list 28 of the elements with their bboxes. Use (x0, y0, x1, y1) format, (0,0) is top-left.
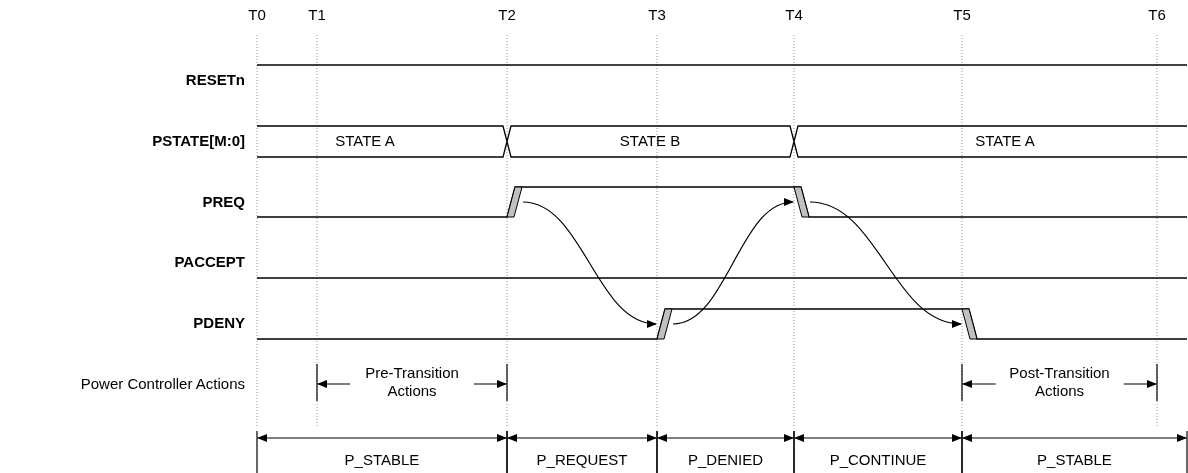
time-marker-label: T0 (248, 6, 266, 24)
time-marker-label: T6 (1148, 6, 1166, 24)
time-marker-label: T5 (953, 6, 971, 24)
bus-value: STATE B (619, 132, 681, 150)
time-marker-label: T2 (498, 6, 516, 24)
signal-name: RESETn (185, 71, 245, 89)
transition-marker (507, 187, 522, 217)
phase-label: P_CONTINUE (829, 451, 927, 469)
arrow (672, 199, 794, 325)
transition-marker (657, 309, 672, 339)
time-marker-label: T1 (308, 6, 326, 24)
transition-marker (794, 187, 809, 217)
phase-label: P_REQUEST (536, 451, 628, 469)
time-marker-label: T4 (785, 6, 803, 24)
transition-marker (962, 309, 977, 339)
signal-name: PSTATE[M:0] (152, 132, 245, 150)
arrow (522, 201, 657, 327)
signal-name: PREQ (202, 193, 245, 211)
phase-label: P_STABLE (1037, 451, 1112, 469)
arrow (809, 201, 962, 327)
phase-label: P_STABLE (344, 451, 420, 469)
bus-value: STATE A (335, 132, 395, 150)
time-marker-label: T3 (648, 6, 666, 24)
bus-value: STATE A (975, 132, 1035, 150)
signal-name: PACCEPT (174, 253, 245, 271)
signal-name: PDENY (193, 314, 245, 332)
phase-label: P_DENIED (688, 451, 763, 469)
row-label: Power Controller Actions (80, 375, 245, 393)
